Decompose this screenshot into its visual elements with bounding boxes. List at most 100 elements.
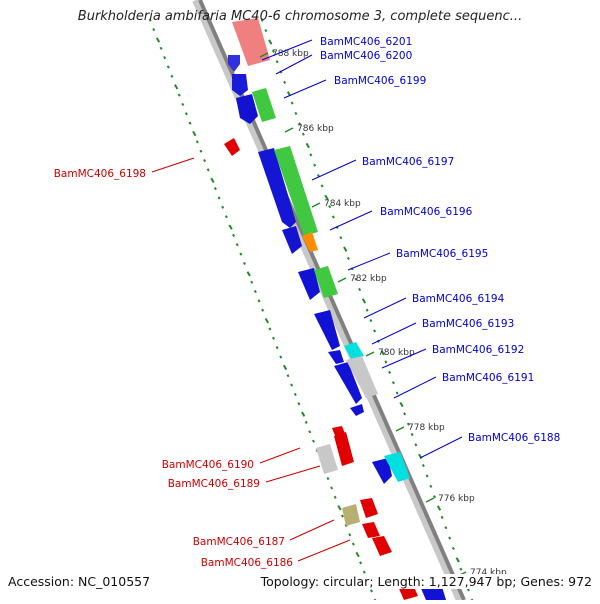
gene-forward-6192 — [334, 362, 362, 404]
gene-reverse-6189b — [332, 426, 346, 438]
scale-tick-mark — [337, 277, 347, 283]
gene-cog-6192 — [344, 342, 364, 360]
accession-text: Accession: NC_010557 — [8, 574, 151, 589]
callout-line — [265, 465, 321, 483]
gene-label-reverse: BamMC406_6187 — [193, 536, 285, 548]
gene-forward-6199b — [236, 94, 258, 124]
gc-skew-tick — [290, 383, 294, 387]
scale-tick-mark — [311, 202, 321, 208]
gene-label-forward: BamMC406_6195 — [396, 248, 488, 260]
gc-skew-tick — [340, 514, 344, 518]
callout-line — [393, 376, 437, 399]
gene-label-forward: BamMC406_6201 — [320, 36, 412, 48]
gc-skew-tick — [242, 261, 246, 266]
gc-skew-tick — [406, 422, 410, 426]
gc-skew-tick — [188, 121, 192, 125]
gc-skew-tick — [328, 205, 332, 209]
gc-skew-tick — [436, 505, 442, 511]
gene-cog-6201 — [232, 18, 270, 66]
gene-cog-6195 — [314, 266, 338, 298]
scale-tick-mark — [259, 52, 269, 58]
gc-skew-tick — [184, 112, 188, 116]
gene-forward-6196 — [282, 226, 302, 254]
gc-skew-tick — [308, 430, 312, 434]
gc-skew-tick — [217, 196, 221, 200]
callout-line — [419, 436, 463, 459]
gc-skew-tick — [152, 27, 156, 32]
scale-tick-label: 782 kbp — [350, 274, 387, 284]
gene-label-forward: BamMC406_6199 — [334, 75, 426, 87]
scale-tick-label: 784 kbp — [324, 199, 361, 209]
gc-skew-tick — [298, 122, 302, 126]
gc-skew-tick — [311, 439, 315, 443]
gc-skew-tick — [395, 391, 399, 395]
gene-label-forward: BamMC406_6191 — [442, 372, 534, 384]
gc-skew-tick — [260, 18, 264, 22]
gc-skew-tick — [440, 515, 444, 519]
gc-skew-tick — [326, 477, 330, 481]
gc-skew-tick — [253, 289, 257, 294]
scale-tick-label: 778 kbp — [408, 423, 445, 433]
gc-skew-tick — [213, 187, 217, 191]
gc-skew-tick — [228, 224, 233, 230]
gc-skew-tick — [351, 542, 355, 546]
gc-skew-tick — [282, 364, 288, 371]
gc-skew-tick — [333, 495, 337, 499]
scale-tick-label: 780 kbp — [378, 348, 415, 358]
scale-tick-mark — [395, 426, 405, 432]
gc-skew-tick — [433, 495, 437, 499]
gc-skew-tick — [166, 65, 170, 69]
gc-skew-tick — [279, 355, 283, 359]
gc-skew-tick — [272, 336, 276, 340]
gc-skew-tick — [275, 346, 279, 350]
gene-forward-6197 — [258, 148, 296, 228]
gc-skew-tick — [444, 526, 448, 530]
gc-skew-tick — [155, 37, 161, 43]
scale-tick-label: 788 kbp — [272, 49, 309, 59]
gene-label-forward: BamMC406_6192 — [432, 344, 524, 356]
gc-skew-tick — [448, 536, 452, 540]
scale-tick-label: 774 kbp — [470, 568, 507, 578]
gc-skew-tick — [261, 308, 265, 312]
gene-label-forward: BamMC406_6200 — [320, 50, 412, 62]
gc-skew-tick — [399, 401, 404, 408]
callout-line — [347, 252, 391, 271]
callout-line — [283, 79, 327, 99]
gc-skew-tick — [324, 194, 329, 201]
callout-line — [259, 447, 301, 464]
gene-label-reverse: BamMC406_6186 — [201, 557, 294, 569]
gc-skew-tick — [370, 589, 373, 593]
gc-skew-tick — [451, 546, 455, 551]
scale-tick-mark — [365, 351, 375, 357]
gc-skew-tick — [305, 142, 310, 149]
gc-skew-tick — [293, 392, 297, 396]
callout-line — [371, 322, 417, 345]
gc-skew-tick — [354, 277, 358, 281]
gc-skew-tick — [286, 374, 290, 378]
gene-reverse-6186b — [362, 522, 380, 538]
gc-skew-tick — [339, 236, 343, 240]
callout-line — [275, 54, 313, 75]
gc-skew-tick — [279, 70, 283, 74]
gc-skew-tick — [264, 317, 269, 324]
scale-tick-label: 776 kbp — [438, 494, 475, 504]
gene-cog-6197 — [274, 146, 318, 236]
gc-skew-tick — [199, 149, 203, 153]
gc-skew-tick — [421, 463, 425, 468]
gene-cog-6199 — [252, 88, 276, 122]
callout-line — [289, 519, 335, 541]
gc-skew-tick — [206, 168, 210, 172]
gc-skew-tick — [246, 271, 251, 277]
gc-skew-tick — [362, 570, 366, 574]
scale-tick-mark — [284, 127, 294, 133]
gc-skew-tick — [346, 256, 350, 261]
gene-cog-6196 — [302, 232, 318, 252]
gene-reverse-6190 — [316, 444, 338, 474]
gc-skew-tick — [224, 215, 228, 219]
gene-cog-6188 — [384, 452, 410, 482]
gene-forward-6199a — [232, 74, 248, 96]
gc-skew-tick — [429, 484, 433, 488]
gc-skew-tick — [365, 308, 369, 312]
gc-skew-tick — [163, 56, 167, 60]
